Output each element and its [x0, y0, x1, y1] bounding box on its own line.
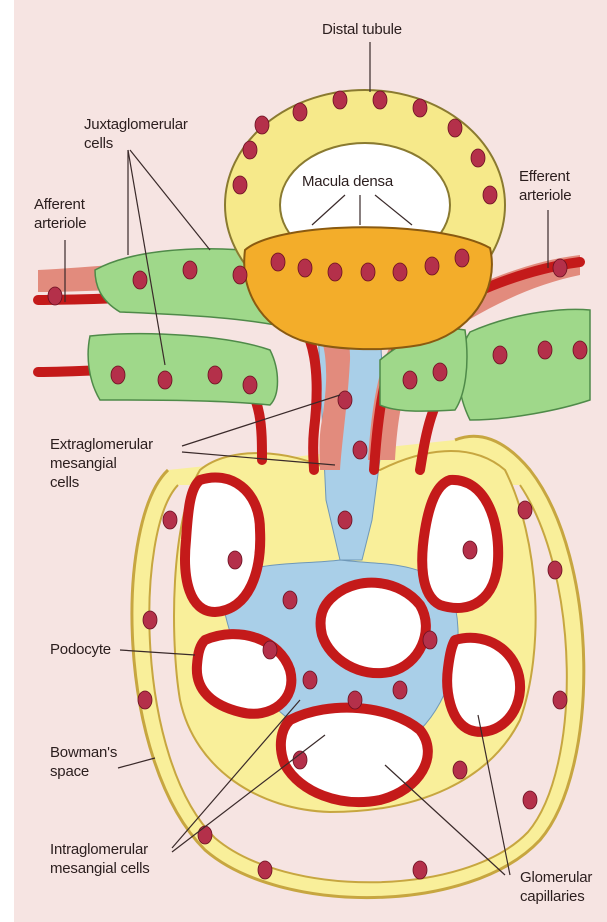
cell-nucleus: [338, 511, 352, 529]
cell-nucleus: [143, 611, 157, 629]
cell-nucleus: [228, 551, 242, 569]
cell-nucleus: [338, 391, 352, 409]
label-glomerular-line1: Glomerular: [520, 868, 592, 887]
cell-nucleus: [403, 371, 417, 389]
cell-nucleus: [243, 141, 257, 159]
label-efferent-line1: Efferent: [519, 167, 571, 186]
cell-nucleus: [243, 376, 257, 394]
cell-nucleus: [298, 259, 312, 277]
cell-nucleus: [271, 253, 285, 271]
cell-nucleus: [198, 826, 212, 844]
cell-nucleus: [183, 261, 197, 279]
cell-nucleus: [455, 249, 469, 267]
label-intraglomerular-mesangial-cells: Intraglomerular mesangial cells: [50, 840, 150, 878]
cell-nucleus: [158, 371, 172, 389]
cell-nucleus: [233, 176, 247, 194]
cell-nucleus: [423, 631, 437, 649]
label-afferent-line1: Afferent: [34, 195, 86, 214]
cell-nucleus: [48, 287, 62, 305]
cell-nucleus: [258, 861, 272, 879]
label-distal-tubule: Distal tubule: [322, 20, 402, 39]
label-intraglomerular-line2: mesangial cells: [50, 859, 150, 878]
cell-nucleus: [255, 116, 269, 134]
cell-nucleus: [263, 641, 277, 659]
macula-densa-cells: [244, 227, 492, 349]
cell-nucleus: [463, 541, 477, 559]
label-intraglomerular-line1: Intraglomerular: [50, 840, 150, 859]
cell-nucleus: [361, 263, 375, 281]
label-efferent-arteriole: Efferent arteriole: [519, 167, 571, 205]
cell-nucleus: [293, 103, 307, 121]
cell-nucleus: [393, 681, 407, 699]
label-juxtaglomerular-cells: Juxtaglomerular cells: [84, 115, 188, 153]
label-bowmans-line1: Bowman's: [50, 743, 117, 762]
label-extraglomerular-line2: mesangial: [50, 454, 153, 473]
label-extraglomerular-line1: Extraglomerular: [50, 435, 153, 454]
cell-nucleus: [133, 271, 147, 289]
cell-nucleus: [413, 861, 427, 879]
label-glomerular-line2: capillaries: [520, 887, 592, 906]
page-left-edge: [0, 0, 14, 922]
cell-nucleus: [348, 691, 362, 709]
label-juxtaglomerular-line1: Juxtaglomerular: [84, 115, 188, 134]
cell-nucleus: [493, 346, 507, 364]
label-extraglomerular-line3: cells: [50, 473, 153, 492]
cell-nucleus: [548, 561, 562, 579]
cell-nucleus: [138, 691, 152, 709]
cell-nucleus: [413, 99, 427, 117]
label-juxtaglomerular-line2: cells: [84, 134, 188, 153]
cell-nucleus: [393, 263, 407, 281]
cell-nucleus: [111, 366, 125, 384]
cell-nucleus: [233, 266, 247, 284]
cell-nucleus: [433, 363, 447, 381]
cell-nucleus: [538, 341, 552, 359]
cell-nucleus: [471, 149, 485, 167]
cell-nucleus: [353, 441, 367, 459]
cell-nucleus: [328, 263, 342, 281]
cell-nucleus: [208, 366, 222, 384]
cell-nucleus: [283, 591, 297, 609]
label-macula-densa: Macula densa: [302, 172, 393, 191]
cell-nucleus: [553, 691, 567, 709]
label-podocyte: Podocyte: [50, 640, 111, 659]
cell-nucleus: [373, 91, 387, 109]
cell-nucleus: [518, 501, 532, 519]
cell-nucleus: [573, 341, 587, 359]
label-extraglomerular-mesangial-cells: Extraglomerular mesangial cells: [50, 435, 153, 492]
cell-nucleus: [333, 91, 347, 109]
cell-nucleus: [483, 186, 497, 204]
label-bowmans-line2: space: [50, 762, 117, 781]
cell-nucleus: [453, 761, 467, 779]
label-glomerular-capillaries: Glomerular capillaries: [520, 868, 592, 906]
label-bowmans-space: Bowman's space: [50, 743, 117, 781]
cell-nucleus: [425, 257, 439, 275]
label-afferent-line2: arteriole: [34, 214, 86, 233]
cell-nucleus: [523, 791, 537, 809]
cell-nucleus: [448, 119, 462, 137]
cell-nucleus: [553, 259, 567, 277]
label-efferent-line2: arteriole: [519, 186, 571, 205]
cell-nucleus: [163, 511, 177, 529]
cell-nucleus: [303, 671, 317, 689]
label-afferent-arteriole: Afferent arteriole: [34, 195, 86, 233]
